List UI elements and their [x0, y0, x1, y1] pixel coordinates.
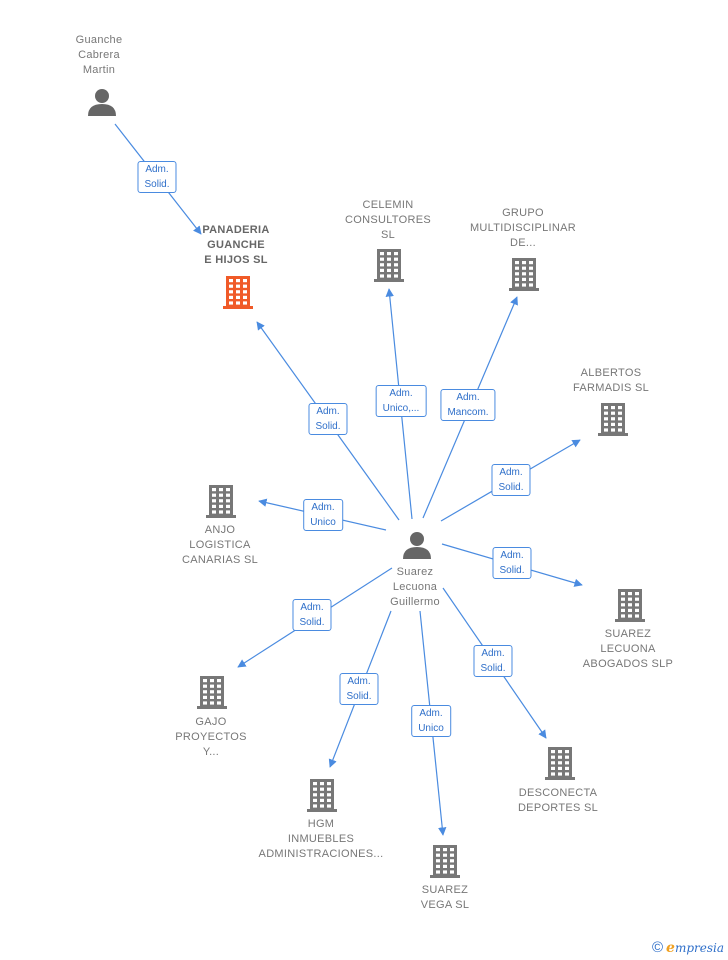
node-label-gajo[interactable]: GAJO PROYECTOS Y...: [175, 716, 247, 758]
building-icon-suarezlec[interactable]: [615, 589, 645, 622]
node-label-guanche[interactable]: Guanche Cabrera Martin: [75, 34, 123, 76]
edge-role-suarez-anjo[interactable]: Adm. Unico: [303, 499, 343, 531]
node-label-panaderia[interactable]: PANADERIA GUANCHE E HIJOS SL: [202, 224, 270, 266]
edge-role-guanche-panaderia[interactable]: Adm. Solid.: [137, 161, 177, 193]
building-icon-hgm[interactable]: [307, 779, 337, 812]
footer-brand[interactable]: © empresia: [652, 939, 724, 956]
building-icon-suarezvega[interactable]: [430, 845, 460, 878]
person-icon-suarez[interactable]: [403, 532, 431, 559]
edge-role-suarez-hgm[interactable]: Adm. Solid.: [339, 673, 379, 705]
building-icon-desconecta[interactable]: [545, 747, 575, 780]
node-label-celemin[interactable]: CELEMIN CONSULTORES SL: [344, 199, 432, 241]
person-icon-guanche[interactable]: [88, 89, 116, 116]
edge-role-suarez-celemin[interactable]: Adm. Unico,...: [375, 385, 427, 417]
building-icon-grupo[interactable]: [509, 258, 539, 291]
node-label-anjo[interactable]: ANJO LOGISTICA CANARIAS SL: [181, 524, 259, 566]
edge-role-suarez-desconecta[interactable]: Adm. Solid.: [473, 645, 513, 677]
edge-role-suarez-panaderia[interactable]: Adm. Solid.: [308, 403, 348, 435]
brand-logo: empresia: [666, 939, 724, 956]
building-icon-albertos[interactable]: [598, 403, 628, 436]
building-icon-celemin[interactable]: [374, 249, 404, 282]
edge-role-suarez-grupo[interactable]: Adm. Mancom.: [440, 389, 496, 421]
edge-role-suarez-suarezlec[interactable]: Adm. Solid.: [492, 547, 532, 579]
node-label-suarezvega[interactable]: SUAREZ VEGA SL: [420, 884, 470, 911]
node-label-grupo[interactable]: GRUPO MULTIDISCIPLINAR DE...: [469, 207, 577, 249]
building-icon-gajo[interactable]: [197, 676, 227, 709]
edge-role-suarez-gajo[interactable]: Adm. Solid.: [292, 599, 332, 631]
edge-role-suarez-albertos[interactable]: Adm. Solid.: [491, 464, 531, 496]
node-label-suarezlec[interactable]: SUAREZ LECUONA ABOGADOS SLP: [582, 628, 674, 670]
building-icon-anjo[interactable]: [206, 485, 236, 518]
node-label-desconecta[interactable]: DESCONECTA DEPORTES SL: [517, 787, 599, 814]
edge-role-suarez-suarezvega[interactable]: Adm. Unico: [411, 705, 451, 737]
node-label-albertos[interactable]: ALBERTOS FARMADIS SL: [572, 367, 650, 394]
building-icon-panaderia[interactable]: [223, 276, 253, 309]
node-label-hgm[interactable]: HGM INMUEBLES ADMINISTRACIONES...: [258, 818, 384, 860]
copyright-icon: ©: [651, 939, 664, 956]
node-label-suarez[interactable]: Suarez Lecuona Guillermo: [390, 566, 440, 608]
